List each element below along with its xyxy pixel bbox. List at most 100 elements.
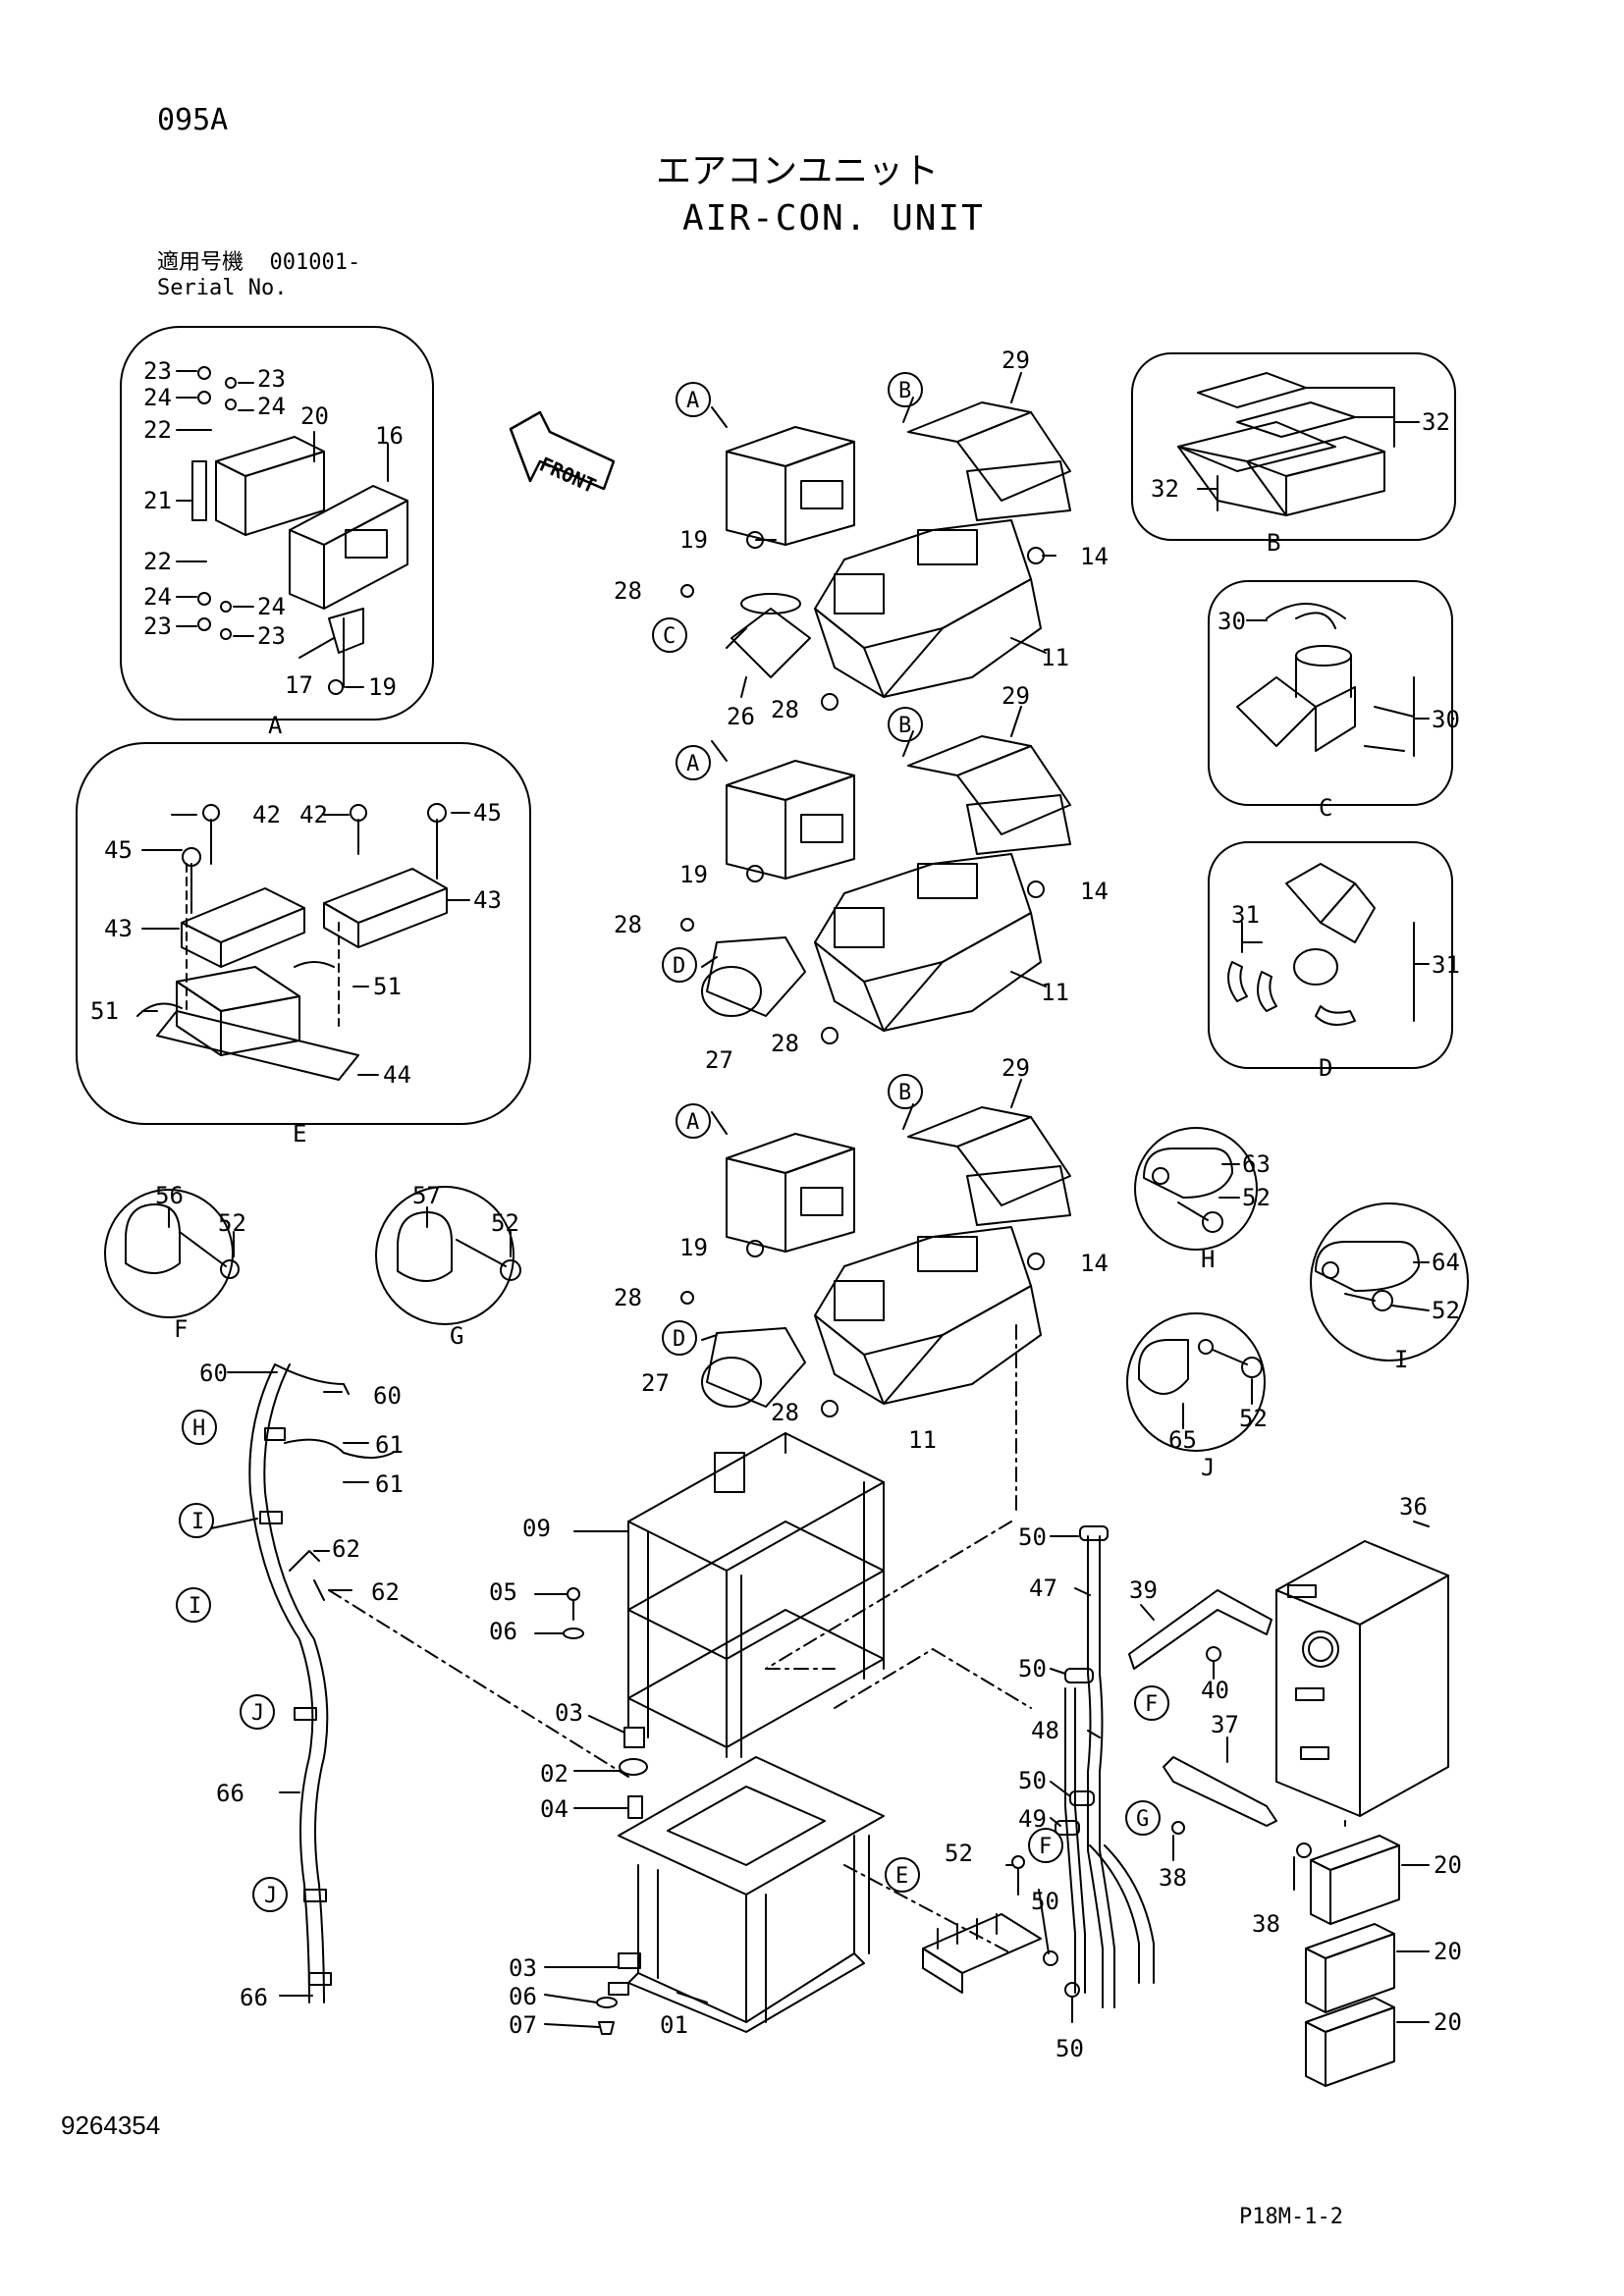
detail-d-caption: D [1319, 1054, 1332, 1082]
svg-text:39: 39 [1129, 1576, 1158, 1604]
svg-text:57: 57 [412, 1182, 441, 1209]
svg-text:50: 50 [1031, 1888, 1059, 1915]
svg-text:A: A [686, 1110, 699, 1135]
svg-text:16: 16 [375, 422, 404, 450]
svg-text:63: 63 [1242, 1150, 1271, 1178]
svg-text:30: 30 [1218, 608, 1246, 635]
svg-text:27: 27 [641, 1369, 670, 1397]
svg-text:61: 61 [375, 1470, 404, 1498]
svg-text:03: 03 [509, 1954, 537, 1982]
svg-text:17: 17 [285, 671, 313, 699]
svg-text:D: D [673, 1327, 685, 1352]
svg-text:62: 62 [332, 1535, 360, 1563]
svg-text:28: 28 [771, 1030, 799, 1057]
svg-text:23: 23 [143, 613, 172, 640]
detail-view-d [1208, 841, 1453, 1069]
svg-text:J: J [264, 1884, 277, 1908]
svg-text:19: 19 [679, 1234, 708, 1261]
svg-text:38: 38 [1159, 1864, 1187, 1892]
svg-text:06: 06 [489, 1618, 517, 1645]
svg-text:60: 60 [199, 1360, 228, 1387]
detail-view-g [375, 1186, 521, 1325]
svg-text:28: 28 [771, 696, 799, 723]
front-arrow-label: FRONT [536, 453, 600, 498]
svg-text:02: 02 [540, 1760, 568, 1788]
svg-text:64: 64 [1432, 1249, 1460, 1276]
detail-f-caption: F [174, 1315, 188, 1343]
serial-label-jp: 適用号機 [157, 250, 244, 275]
svg-text:52: 52 [1239, 1405, 1268, 1432]
detail-a-caption: A [268, 712, 283, 739]
svg-text:22: 22 [143, 548, 172, 575]
svg-text:05: 05 [489, 1578, 517, 1606]
detail-h-caption: H [1201, 1246, 1215, 1273]
svg-text:32: 32 [1422, 408, 1450, 436]
detail-view-b [1131, 352, 1456, 541]
svg-text:36: 36 [1399, 1493, 1428, 1521]
svg-text:23: 23 [257, 622, 286, 650]
svg-text:52: 52 [1242, 1184, 1271, 1211]
detail-view-f [104, 1189, 240, 1318]
svg-text:20: 20 [1434, 1851, 1462, 1879]
svg-text:19: 19 [679, 526, 708, 554]
svg-text:20: 20 [1434, 1938, 1462, 1965]
svg-text:19: 19 [679, 861, 708, 888]
svg-text:26: 26 [727, 703, 755, 730]
svg-text:65: 65 [1168, 1426, 1197, 1454]
svg-text:43: 43 [104, 915, 133, 942]
svg-text:42: 42 [252, 801, 281, 828]
svg-text:48: 48 [1031, 1717, 1059, 1744]
page-code: 095A [157, 103, 229, 137]
svg-text:61: 61 [375, 1431, 404, 1459]
svg-text:49: 49 [1018, 1805, 1047, 1833]
svg-text:09: 09 [522, 1515, 551, 1542]
right-components [922, 1521, 1449, 2087]
svg-text:43: 43 [473, 886, 502, 914]
svg-text:52: 52 [1432, 1297, 1460, 1324]
svg-text:50: 50 [1018, 1767, 1047, 1794]
detail-view-e [76, 742, 531, 1125]
title-english: AIR-CON. UNIT [682, 198, 985, 239]
svg-text:03: 03 [555, 1699, 583, 1727]
svg-text:14: 14 [1080, 543, 1109, 570]
svg-text:J: J [251, 1701, 264, 1726]
svg-text:24: 24 [143, 384, 172, 411]
svg-text:60: 60 [373, 1382, 402, 1410]
svg-text:27: 27 [705, 1046, 733, 1074]
svg-text:I: I [191, 1510, 204, 1534]
svg-text:66: 66 [240, 1984, 268, 2011]
svg-text:D: D [673, 954, 685, 979]
svg-text:47: 47 [1029, 1575, 1057, 1602]
svg-text:H: H [192, 1416, 205, 1441]
svg-text:11: 11 [1041, 979, 1069, 1006]
detail-i-caption: I [1394, 1346, 1408, 1373]
detail-j-caption: J [1201, 1454, 1215, 1481]
svg-text:19: 19 [368, 673, 397, 701]
svg-text:A: A [686, 389, 699, 413]
svg-text:24: 24 [257, 393, 286, 420]
svg-text:23: 23 [257, 365, 286, 393]
svg-text:50: 50 [1018, 1655, 1047, 1682]
svg-text:23: 23 [143, 357, 172, 385]
detail-b-caption: B [1267, 529, 1280, 557]
svg-text:30: 30 [1432, 706, 1460, 733]
svg-text:31: 31 [1432, 951, 1460, 979]
svg-text:50: 50 [1056, 2035, 1084, 2062]
svg-text:28: 28 [614, 911, 642, 938]
svg-text:52: 52 [491, 1209, 519, 1237]
serial-label-en: Serial No. [157, 276, 288, 300]
front-arrow: FRONT [509, 410, 616, 498]
svg-text:45: 45 [104, 836, 133, 864]
aircon-assembly-2 [680, 706, 1071, 1044]
svg-text:24: 24 [257, 593, 286, 620]
svg-text:06: 06 [509, 1983, 537, 2010]
svg-text:42: 42 [299, 801, 328, 828]
svg-text:28: 28 [614, 1284, 642, 1311]
